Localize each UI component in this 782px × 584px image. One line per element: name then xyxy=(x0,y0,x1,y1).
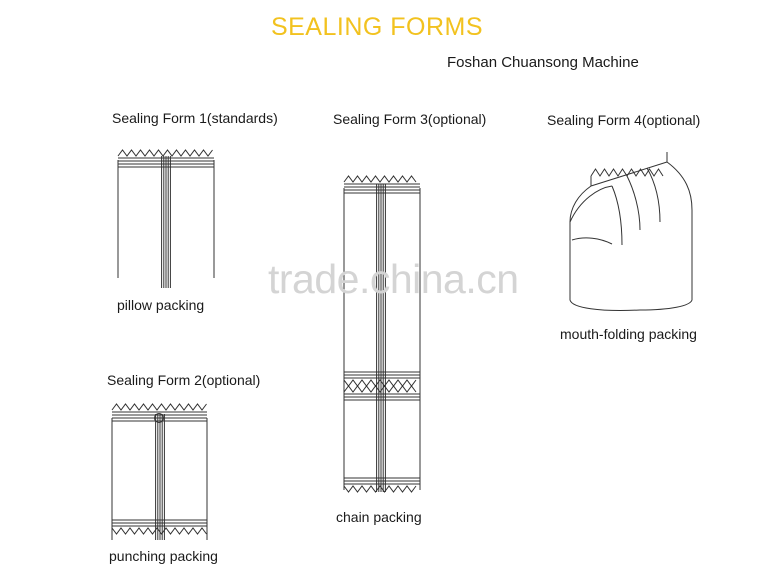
bag-outline-left xyxy=(569,185,641,311)
form-2-caption: punching packing xyxy=(109,548,218,564)
form-3-label: Sealing Form 3(optional) xyxy=(333,111,487,127)
form-4-label: Sealing Form 4(optional) xyxy=(547,112,701,128)
mouth-seal-line xyxy=(590,161,668,187)
company-name: Foshan Chuansong Machine xyxy=(447,54,639,71)
bag-outline-right xyxy=(639,161,693,311)
form-1-caption: pillow packing xyxy=(117,297,205,313)
fold-crease xyxy=(626,175,641,231)
chain-middle-teeth-a xyxy=(343,379,417,387)
diagram-title: SEALING FORMS xyxy=(270,13,484,41)
punching-bottom-teeth xyxy=(111,527,207,535)
form-3-caption: chain packing xyxy=(336,509,422,525)
fold-crease xyxy=(611,185,623,246)
form-1-label: Sealing Form 1(standards) xyxy=(112,110,278,126)
watermark: trade.china.cn xyxy=(268,256,519,302)
pillow-top-teeth xyxy=(117,149,213,157)
form-2-label: Sealing Form 2(optional) xyxy=(107,372,261,388)
form-4-caption: mouth-folding packing xyxy=(560,326,697,342)
chain-bottom-teeth xyxy=(343,485,417,493)
chain-top-teeth xyxy=(343,175,417,183)
punching-top-teeth xyxy=(111,403,207,411)
fold-crease xyxy=(571,237,613,245)
punch-hole xyxy=(154,413,164,423)
fold-flap xyxy=(569,185,613,223)
chain-middle-teeth-b xyxy=(343,385,417,393)
fold-crease xyxy=(646,167,661,223)
